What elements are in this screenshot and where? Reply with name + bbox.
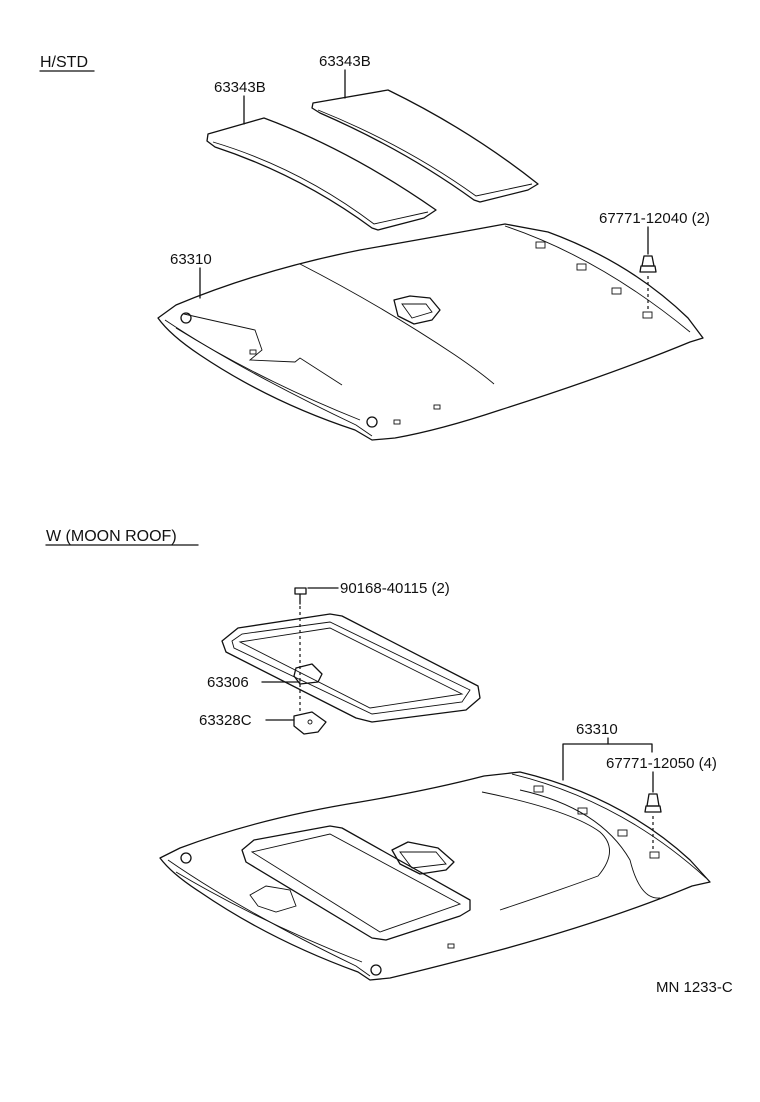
sunroof-trim-frame — [221, 613, 481, 723]
section-title-moonroof: W (MOON ROOF) — [46, 528, 177, 545]
label-clip-std: 67771-12040 (2) — [599, 210, 710, 227]
label-bracket: 63328C — [199, 712, 252, 729]
reference-code: MN 1233-C — [656, 979, 733, 996]
clip-icon-moon — [644, 793, 662, 813]
label-trim-frame: 63306 — [207, 674, 249, 691]
headliner-standard — [157, 223, 704, 441]
headliner-moonroof — [159, 771, 711, 981]
label-headliner-moon: 63310 — [576, 721, 618, 738]
roof-pad-left — [206, 117, 437, 231]
label-pad-left: 63343B — [214, 79, 266, 96]
clip-icon-std — [639, 255, 657, 273]
label-pad-right: 63343B — [319, 53, 371, 70]
bracket-icon — [293, 711, 327, 735]
label-headliner-std: 63310 — [170, 251, 212, 268]
label-clip-moon: 67771-12050 (4) — [606, 755, 717, 772]
roof-pad-right — [311, 89, 539, 203]
section-title-standard: H/STD — [40, 54, 88, 71]
label-screw: 90168-40115 (2) — [340, 580, 450, 597]
screw-icon — [294, 587, 307, 605]
